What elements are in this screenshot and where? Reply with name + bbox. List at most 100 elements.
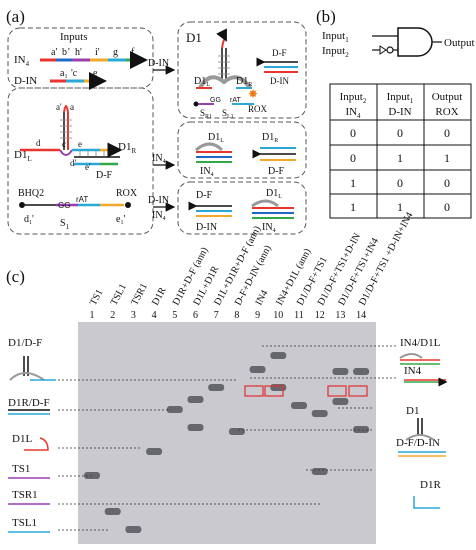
lane-number-13: 13 bbox=[335, 310, 345, 321]
svg-text:IN4: IN4 bbox=[345, 106, 361, 120]
result-rox: ROX bbox=[248, 104, 268, 114]
lane-label-1: TS1 bbox=[88, 288, 106, 308]
svg-text:1: 1 bbox=[397, 151, 403, 165]
result-box-din bbox=[177, 21, 307, 119]
truth-table-body: 0 0 0 0 1 1 1 0 0 1 1 0 bbox=[350, 126, 450, 214]
svg-text:Input2: Input2 bbox=[340, 91, 367, 105]
rox-label: ROX bbox=[116, 188, 138, 199]
result-both-df: D-F bbox=[196, 190, 213, 201]
svg-text:IN4/D1L: IN4/D1L bbox=[400, 337, 441, 349]
logic-gate-icon bbox=[372, 27, 442, 57]
result-sr1: SR1 bbox=[200, 108, 212, 120]
svg-text:✸: ✸ bbox=[248, 87, 258, 101]
gel-band bbox=[270, 384, 287, 391]
result-din: D-IN bbox=[270, 76, 289, 86]
svg-text:ROX: ROX bbox=[435, 106, 458, 118]
truth-table-header: Input2 IN4 Input1 D-IN Output ROX bbox=[340, 91, 463, 120]
lane-number-14: 14 bbox=[356, 310, 366, 321]
lane-label-2: TSL1 bbox=[109, 282, 129, 307]
svg-text:e1': e1' bbox=[116, 214, 125, 226]
result-in4-label: IN4 bbox=[200, 166, 214, 178]
gate-d1l-label: D1L bbox=[14, 149, 32, 163]
result-rat: rAT bbox=[230, 97, 241, 104]
result-both-in4: IN4 bbox=[262, 222, 276, 234]
svg-text:a: a bbox=[70, 102, 74, 112]
left-labels: D1/D-F D1R/D-F D1L TS1 TSR1 TSL1 bbox=[8, 337, 50, 529]
svg-text:Output: Output bbox=[432, 91, 463, 103]
gate-input1: Input1 bbox=[322, 30, 349, 44]
result-in4-d1l: D1L bbox=[208, 132, 224, 144]
din-label: D-IN bbox=[14, 75, 37, 87]
arrow-din-label: D-IN bbox=[148, 58, 169, 69]
result-in4-diagram bbox=[195, 142, 296, 163]
lane-number-7: 7 bbox=[214, 310, 219, 321]
lane-number-1: 1 bbox=[90, 310, 95, 321]
gel-band bbox=[187, 396, 204, 403]
panel-a-label: (a) bbox=[6, 7, 25, 26]
result-both-d1l: D1L bbox=[266, 188, 282, 200]
right-labels: IN4/D1L IN4 D1 D-F/D-IN D1R bbox=[396, 337, 441, 491]
highlight-boxes bbox=[244, 385, 368, 397]
svg-text:TSR1: TSR1 bbox=[12, 489, 38, 501]
svg-text:D1R: D1R bbox=[420, 479, 441, 491]
gate-input2: Input2 bbox=[322, 45, 349, 59]
lane-number-10: 10 bbox=[273, 310, 283, 321]
lane-number-6: 6 bbox=[193, 310, 198, 321]
svg-text:D1: D1 bbox=[406, 405, 419, 417]
inputs-title: Inputs bbox=[60, 31, 88, 43]
inputs-box bbox=[7, 27, 154, 89]
s1-letters: d1' S1 e1' bbox=[24, 214, 125, 231]
svg-text:d: d bbox=[36, 138, 41, 148]
gel-band bbox=[125, 526, 142, 533]
gel-band bbox=[104, 508, 121, 515]
gate-output: Output bbox=[444, 37, 475, 49]
rat-label: rAT bbox=[76, 195, 88, 204]
svg-text:0: 0 bbox=[444, 176, 450, 190]
lane-label-9: IN4 bbox=[254, 289, 271, 308]
svg-text:e: e bbox=[93, 68, 98, 79]
gel-image bbox=[78, 322, 376, 544]
svg-text:0: 0 bbox=[350, 126, 356, 140]
svg-text:1: 1 bbox=[397, 200, 403, 214]
svg-text:'c: 'c bbox=[71, 68, 78, 79]
gel-band bbox=[332, 398, 349, 405]
result-box-in4 bbox=[177, 121, 307, 179]
result-in4-d1r: D1R bbox=[262, 132, 278, 144]
gg-label: GG bbox=[58, 201, 70, 210]
lane-label-4: D1R bbox=[150, 285, 169, 307]
result-box-both bbox=[177, 181, 307, 235]
svg-text:d': d' bbox=[70, 158, 77, 168]
result-d1-diagram: ✸ bbox=[193, 28, 298, 107]
svg-text:a1: a1 bbox=[60, 68, 67, 80]
svg-text:D-IN: D-IN bbox=[388, 106, 411, 118]
gel-band bbox=[84, 472, 100, 479]
substrate-s1 bbox=[19, 202, 131, 208]
result-gg: GG bbox=[210, 97, 221, 104]
gel-band bbox=[249, 366, 266, 373]
gate-complex-diagram bbox=[20, 105, 123, 166]
gel-band bbox=[291, 402, 307, 409]
svg-text:1: 1 bbox=[350, 176, 356, 190]
arrow-din-in4-label-b: IN4 bbox=[152, 210, 166, 222]
in4-label: IN4 bbox=[14, 54, 30, 68]
svg-text:b: b bbox=[62, 47, 67, 58]
lane-number-12: 12 bbox=[315, 310, 325, 321]
lane-label-3: TSR1 bbox=[129, 282, 150, 308]
gel-band bbox=[311, 410, 328, 417]
gel-band bbox=[311, 468, 328, 475]
left-structure-icons bbox=[8, 356, 56, 533]
panel-c-label: (c) bbox=[6, 267, 25, 286]
svg-text:c: c bbox=[62, 139, 66, 149]
panel-b-label: (b) bbox=[316, 7, 336, 26]
lane-number-11: 11 bbox=[294, 310, 304, 321]
arrow-din-in4-label-a: D-IN bbox=[148, 195, 169, 206]
svg-text:f: f bbox=[131, 47, 135, 58]
svg-text:1: 1 bbox=[350, 200, 356, 214]
bhq2-label: BHQ2 bbox=[18, 188, 44, 199]
truth-table bbox=[329, 83, 472, 219]
right-structure-icons bbox=[398, 353, 448, 509]
svg-text:0: 0 bbox=[397, 126, 403, 140]
gel-band bbox=[353, 426, 370, 433]
svg-text:0: 0 bbox=[444, 200, 450, 214]
